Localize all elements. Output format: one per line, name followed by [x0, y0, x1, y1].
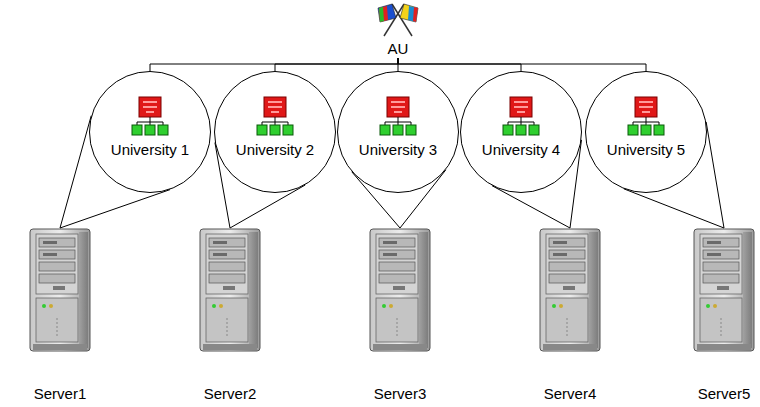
circle-outline	[215, 72, 336, 193]
server-node: Server2	[195, 228, 265, 405]
org-icon	[380, 97, 416, 135]
server-node: Server1	[25, 228, 95, 405]
circle-outline	[90, 72, 211, 193]
server-label: Server1	[34, 385, 87, 402]
org-icon	[257, 97, 293, 135]
university-label: University 1	[111, 141, 189, 158]
server-label: Server5	[698, 385, 751, 402]
university-label: University 5	[607, 141, 685, 158]
au-label: AU	[388, 40, 409, 57]
server-label: Server4	[544, 385, 597, 402]
university-circle: University 5	[585, 71, 707, 193]
connector-line	[398, 58, 646, 71]
connector-line	[275, 58, 398, 71]
server-node: Server5	[689, 228, 759, 405]
flags-icon	[378, 4, 418, 36]
university-circle: University 4	[460, 71, 582, 193]
circle-outline	[585, 71, 707, 193]
server-tower	[30, 229, 90, 351]
university-circle: University 3	[337, 71, 459, 193]
org-icon	[132, 97, 168, 135]
university-circle: University 2	[214, 71, 336, 193]
org-icon	[628, 97, 664, 135]
server-tower	[694, 229, 754, 351]
circle-outline	[586, 72, 707, 193]
circle-outline	[461, 72, 582, 193]
server-label: Server3	[374, 385, 427, 402]
circle-outline	[89, 71, 211, 193]
server-tower	[540, 229, 600, 351]
circle-outline	[337, 71, 459, 193]
server-tower	[200, 229, 260, 351]
connector-line	[624, 122, 724, 228]
org-icon	[503, 97, 539, 135]
university-label: University 4	[482, 141, 560, 158]
university-label: University 3	[359, 141, 437, 158]
au-node: AU	[368, 0, 428, 58]
university-circle: University 1	[89, 71, 211, 193]
connector-line	[150, 58, 398, 71]
circle-outline	[460, 71, 582, 193]
server-label: Server2	[204, 385, 257, 402]
server-node: Server3	[365, 228, 435, 405]
circle-outline	[214, 71, 336, 193]
server-tower	[370, 229, 430, 351]
university-label: University 2	[236, 141, 314, 158]
connector-line	[60, 116, 170, 228]
connector-line	[352, 170, 446, 228]
circle-outline	[338, 72, 459, 193]
server-node: Server4	[535, 228, 605, 405]
